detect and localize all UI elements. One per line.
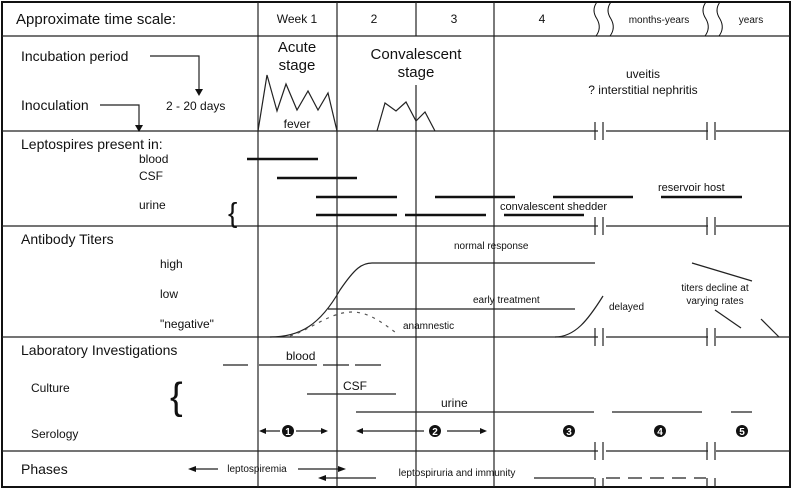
incubation-period-label: Incubation period: [21, 48, 128, 64]
titer-level-high: high: [160, 257, 183, 271]
late-complication-nephritis: ? interstitial nephritis: [588, 83, 697, 97]
leptospires-urine-label: urine: [139, 198, 166, 212]
leptospiruria-lines: [318, 475, 706, 481]
titers-decline-label-line2: varying rates: [686, 296, 743, 307]
acute-stage-line2: stage: [279, 57, 316, 74]
serology-marker-4: 4: [654, 425, 666, 438]
fever-label: fever: [284, 117, 311, 131]
anamnestic-label: anamnestic: [403, 321, 454, 332]
antibody-titers-title: Antibody Titers: [21, 231, 114, 247]
convalescent-stage-line2: stage: [398, 64, 435, 81]
row-dividers: [2, 35, 790, 452]
phases-title: Phases: [21, 461, 68, 477]
inoculation-label: Inoculation: [21, 97, 89, 113]
titer-decline-line: [691, 262, 753, 282]
culture-lines: [223, 364, 752, 413]
titer-level-negative: "negative": [160, 317, 214, 331]
column-week-3: 3: [451, 12, 458, 26]
leptospires-blood-label: blood: [139, 152, 168, 166]
culture-urine-label: urine: [441, 396, 468, 410]
column-week-2: 2: [371, 12, 378, 26]
svg-text:1: 1: [285, 427, 291, 438]
column-week-4: 4: [539, 12, 546, 26]
culture-blood-label: blood: [286, 349, 315, 363]
fever-curve-convalescent: [376, 101, 436, 132]
normal-response-curve: [269, 262, 595, 338]
time-break-marks: [593, 1, 723, 487]
serology-range-1: [259, 428, 328, 434]
serology-marker-2: 2: [429, 425, 441, 438]
acute-stage-line1: Acute: [278, 39, 316, 56]
anamnestic-curve: [289, 311, 396, 337]
normal-response-label: normal response: [454, 241, 529, 252]
culture-label: Culture: [31, 381, 70, 395]
inoculation-arrow: [100, 104, 143, 132]
fever-curve-acute: [257, 74, 338, 132]
time-scale-label: Approximate time scale:: [16, 11, 176, 28]
convalescent-shedder-label: convalescent shedder: [500, 201, 607, 213]
svg-text:4: 4: [657, 427, 663, 438]
serology-label: Serology: [31, 427, 78, 441]
delayed-label: delayed: [609, 302, 644, 313]
leptospires-title: Leptospires present in:: [21, 136, 163, 152]
titer-decline-line: [760, 318, 780, 338]
column-years: years: [739, 15, 763, 26]
svg-text:3: 3: [566, 427, 572, 438]
titer-level-low: low: [160, 287, 178, 301]
early-treatment-label: early treatment: [473, 295, 540, 306]
serology-marker-1: 1: [282, 425, 294, 438]
incubation-duration: 2 - 20 days: [166, 99, 225, 113]
convalescent-stage-line1: Convalescent: [371, 46, 463, 63]
svg-text:5: 5: [739, 427, 745, 438]
phase-leptospiruria-immunity: leptospiruria and immunity: [399, 468, 516, 479]
serology-range-2: [356, 428, 487, 434]
column-months-years: months-years: [629, 15, 690, 26]
urine-brace: {: [228, 197, 237, 228]
serology-marker-3: 3: [563, 425, 575, 438]
delayed-response-curve: [554, 295, 604, 338]
titer-decline-line: [714, 309, 742, 329]
column-dividers: [257, 2, 495, 487]
leptospires-bars: [247, 157, 742, 217]
late-complication-uveitis: uveitis: [626, 67, 660, 81]
culture-brace: {: [170, 376, 183, 418]
lab-investigations-title: Laboratory Investigations: [21, 342, 177, 358]
svg-text:2: 2: [432, 427, 438, 438]
incubation-arrow: [150, 55, 203, 96]
titers-decline-label-line1: titers decline at: [681, 283, 748, 294]
column-week-1: Week 1: [277, 12, 318, 26]
serology-marker-5: 5: [736, 425, 748, 438]
reservoir-host-label: reservoir host: [658, 182, 725, 194]
leptospiremia-arrows: [188, 466, 346, 472]
phase-leptospiremia: leptospiremia: [227, 464, 287, 475]
leptospires-csf-label: CSF: [139, 169, 163, 183]
culture-csf-label: CSF: [343, 379, 367, 393]
